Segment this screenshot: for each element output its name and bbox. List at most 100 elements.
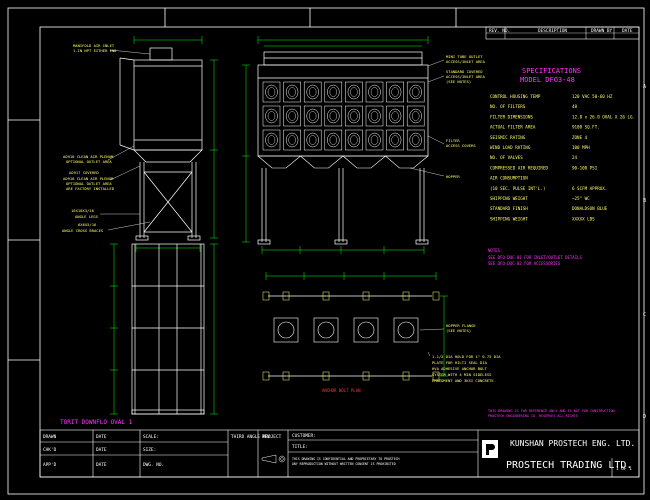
drawn-label: DRAWN (43, 434, 57, 440)
spec-label: ACTUAL FILTER AREA (490, 125, 536, 130)
spec-label: STANDARD FINISH (490, 206, 528, 211)
hopper-flange (393, 291, 419, 381)
optional-outlet-callout: OPTIONAL OUTLET AREA (66, 159, 112, 164)
factory-installed-callout: ARE FACTORY INSTALLED (66, 186, 115, 191)
angle-legs-size: 10X10X3/16 (71, 208, 95, 213)
optional-outlet-callout-2: OPTIONAL OUTLET AREA (66, 181, 112, 186)
filter-cell (365, 129, 384, 151)
hopper-shape (342, 155, 387, 169)
filter-cell (283, 105, 301, 127)
drawing-name: TORIT DOWNFLO OVAL 1 (60, 419, 133, 426)
std-covered-callout-line2: ACCESS/INLET AREA (446, 74, 486, 79)
rev-no-header: REV. NO. (489, 28, 510, 34)
anchor-plate (432, 371, 440, 381)
clean-air-plenum-callout: AO918 CLEAN AIR PLENUM (63, 154, 114, 159)
clean-air-plenum-callout-2: AO918 CLEAN AIR PLENUM (63, 176, 114, 181)
filter-cell (406, 129, 425, 151)
filter-cell (345, 105, 363, 127)
anchor-callouts: HOPPER FLANGE (SEE NOTES) 1-1/2 DIA HOLD… (432, 323, 501, 383)
filter-cell (365, 105, 384, 127)
hopper-shape (384, 155, 429, 169)
plan-view-dimensions (110, 243, 218, 415)
filter-cell (345, 81, 363, 103)
std-covered-callout: STANDARD COVERED (446, 69, 483, 74)
border-zone-letters: A B C D (643, 84, 646, 420)
front-view-dimensions (242, 36, 429, 254)
projection-symbol-icon (261, 454, 286, 464)
checked-date-label: DATE (96, 447, 107, 453)
side-view-leaders (100, 49, 151, 231)
side-view-dimensions (133, 36, 218, 252)
spec-label: SHIPPING WEIGHT (490, 216, 528, 221)
front-legs (257, 168, 429, 245)
side-elevation-view (119, 47, 203, 241)
magenta-note-1: THIS DRAWING IS FOR REFERENCE ONLY AND I… (488, 409, 615, 413)
title-label: TITLE: (292, 444, 308, 450)
spec-row: ACTUAL FILTER AREA 9100 SQ.FT. (490, 125, 600, 130)
size-label: SIZE: (143, 447, 156, 453)
cross-brace-callout: ANGLE CROSS BRACES (62, 228, 104, 233)
anchor-bolt-plan (268, 295, 432, 377)
filter-cell (406, 105, 425, 127)
filter-cell (262, 105, 281, 127)
spec-label: AIR CONSUMPTION (490, 176, 528, 181)
filter-grid (262, 81, 425, 151)
disclaimer-text-2: ANY REPRODUCTION WITHOUT WRITTEN CONSENT… (292, 462, 396, 466)
filter-cell (365, 81, 384, 103)
spec-value: 90-100 PSI (572, 165, 598, 170)
anchor-plate (262, 371, 270, 381)
filter-cell (303, 81, 322, 103)
filter-access-callout: FILTER (446, 138, 460, 143)
spec-value: 9100 SQ.FT. (572, 125, 600, 130)
hopper-flange (273, 291, 299, 381)
spec-row: AIR CONSUMPTION (490, 176, 528, 181)
hopper-row (257, 155, 429, 169)
revision-block: REV. NO. DESCRIPTION DRAWN BY DATE (485, 26, 640, 40)
spec-value: DONALDSON BLUE (572, 206, 608, 211)
rev-description-header: DESCRIPTION (538, 28, 567, 34)
spec-value: ~25" WC (572, 196, 590, 201)
front-view-leaders (409, 59, 445, 177)
rev-label: REV. (262, 434, 273, 440)
sheet-number: 1 OF 1 (616, 466, 632, 472)
zone-letter-b: B (643, 198, 646, 204)
cross-brace-size: 6X6X5/16 (78, 222, 97, 227)
std-covered-callout-line3: (SEE NOTES) (446, 79, 471, 84)
spec-row: NO. OF FILTERS 48 (490, 104, 578, 109)
spec-row: (10 SEC. PULSE INT'L.)6 SCFM APPROX. (490, 186, 607, 191)
plan-view (131, 243, 205, 415)
filter-access-callout-line2: ACCESS COVERS (446, 143, 476, 148)
anchor-leaders (419, 328, 445, 357)
side-view-callouts: MANIFOLD AIR INLET 1-IN NPT EITHER END A… (62, 43, 117, 233)
anchor-note-2: PLATE FOR HILTI SEAL DIA (432, 360, 488, 365)
scale-label: SCALE: (143, 434, 159, 440)
zone-letter-c: C (643, 312, 646, 318)
filter-cell (345, 129, 363, 151)
anchor-note-1: 1-1/2 DIA HOLD FOR 1" 0.75 DIA (432, 354, 501, 359)
specifications-panel: SPECIFICATIONS MODEL DFO3-48 CONTROL HOU… (490, 67, 635, 221)
rev-date-header: DATE (622, 28, 633, 34)
spec-label: CONTROL HOUSING TEMP (490, 94, 541, 99)
third-angle-label: THIRD ANGLE PROJECT (231, 434, 282, 440)
filter-cell (303, 129, 322, 151)
magenta-note-2: PROSTECH ENGINEERING CO. RESERVES ALL RI… (488, 414, 578, 418)
spec-label: SHIPPING WEIGHT (490, 196, 528, 201)
anchor-note-5: EMBEDMENT AND 3KSI CONCRETE. (432, 378, 496, 383)
anchor-plan-label: ANCHOR BOLT PLAN (322, 388, 361, 393)
angle-legs-callout: ANGLE LEGS (75, 214, 99, 219)
hopper-shape (257, 155, 302, 169)
company-logo-icon (482, 440, 498, 458)
rev-drawn-by-header: DRAWN BY (591, 28, 613, 34)
anchor-note-4: SYSTEM WITH 4 MIN SIDELESS (432, 372, 492, 377)
filter-cell (303, 105, 322, 127)
spec-value: 48 (572, 104, 578, 109)
company-name-1: KUNSHAN PROSTECH ENG. LTD. (510, 439, 635, 448)
filter-cell (386, 81, 404, 103)
zone-letter-a: A (643, 84, 646, 90)
filter-cell (283, 81, 301, 103)
mini-tube-callout: MINI TUBE OUTLET (446, 54, 483, 59)
spec-label: NO. OF FILTERS (490, 104, 526, 109)
